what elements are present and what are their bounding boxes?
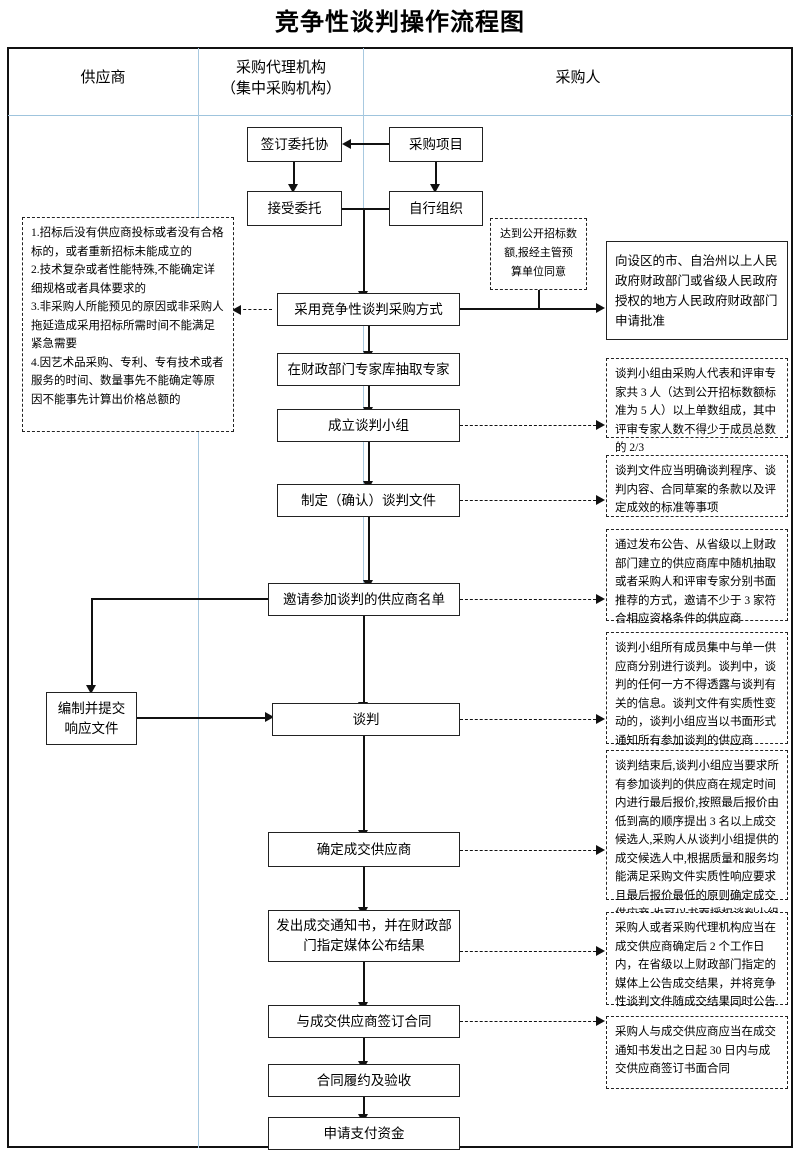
connector-invite-to-prepare-h (91, 598, 269, 600)
box-draw-experts[interactable]: 在财政部门专家库抽取专家 (277, 353, 460, 386)
note-announce-rules: 采购人或者采购代理机构应当在成交供应商确定后 2 个工作日内，在省级以上财政部门… (606, 912, 788, 1008)
connector-method-to-conditions (238, 309, 272, 310)
connector-negotiate-to-determine (363, 736, 365, 831)
column-header-buyer: 采购人 (555, 70, 601, 86)
connector-group-to-docs (368, 442, 370, 482)
connector-invite-to-note (460, 599, 596, 600)
box-sign-contract[interactable]: 与成交供应商签订合同 (268, 1005, 460, 1038)
column-header-agency: 采购代理机构 （集中采购机构） (199, 58, 363, 100)
note-contract-rules-text: 采购人与成交供应商应当在成交通知书发出之日起 30 日内与成交供应商签订书面合同 (615, 1026, 776, 1075)
box-sign-entrust[interactable]: 签订委托协 (247, 127, 342, 162)
note-invite-method: 通过发布公告、从省级以上财政部门建立的供应商库中随机抽取或者采购人和评审专家分别… (606, 529, 788, 625)
note-contract-rules: 采购人与成交供应商应当在成交通知书发出之日起 30 日内与成交供应商签订书面合同 (606, 1016, 788, 1089)
box-form-group[interactable]: 成立谈判小组 (277, 409, 460, 442)
arrowhead-prepare-to-negotiate (265, 712, 274, 722)
box-issue-notice[interactable]: 发出成交通知书，并在财政部 门指定媒体公布结果 (268, 910, 460, 962)
note-group-composition: 谈判小组由采购人代表和评审专家共 3 人（达到公开招标数额标准为 5 人）以上单… (606, 358, 788, 454)
arrowhead-project-to-self (430, 184, 440, 193)
connector-notice-to-contract (363, 962, 365, 1003)
box-determine-supplier[interactable]: 确定成交供应商 (268, 832, 460, 867)
connector-project-to-sign (351, 143, 389, 145)
box-make-docs[interactable]: 制定（确认）谈判文件 (277, 484, 460, 517)
connector-contract-to-note (460, 1021, 596, 1022)
box-issue-notice-line1: 发出成交通知书，并在财政部 (276, 918, 452, 933)
note-doc-contents: 谈判文件应当明确谈判程序、谈判内容、合同草案的条款以及评定成效的标准等事项 (606, 455, 788, 517)
note-group-composition-text: 谈判小组由采购人代表和评审专家共 3 人（达到公开招标数额标准为 5 人）以上单… (615, 368, 776, 454)
connector-method-to-approval (460, 308, 599, 310)
connector-contract-to-perform (363, 1038, 365, 1062)
box-prepare-response-line2: 响应文件 (64, 720, 119, 736)
connector-project-to-self (435, 162, 437, 185)
arrowhead-negotiate-to-note (596, 714, 605, 724)
arrowhead-invite-to-prepare (86, 685, 96, 694)
note-final-quote-rules: 谈判结束后,谈判小组应当要求所有参加谈判的供应商在规定时间内进行最后报价,按照最… (606, 750, 788, 939)
arrowhead-method-to-approval (596, 303, 605, 313)
note-negotiation-rules-text: 谈判小组所有成员集中与单一供应商分别进行谈判。谈判中，谈判的任何一方不得透露与谈… (615, 642, 776, 747)
column-header-agency-line2: （集中采购机构） (220, 81, 341, 97)
box-negotiate[interactable]: 谈判 (272, 703, 460, 736)
box-self-organize[interactable]: 自行组织 (389, 191, 483, 226)
arrowhead-notice-to-note (596, 946, 605, 956)
arrowhead-invite-to-note (596, 594, 605, 604)
connector-determine-to-notice (363, 867, 365, 908)
box-apply-approval[interactable]: 向设区的市、自治州以上人民政府财政部门或省级人民政府授权的地方人民政府财政部门申… (606, 241, 788, 340)
arrowhead-method-to-conditions (232, 305, 241, 315)
connector-perform-to-payment (363, 1097, 365, 1115)
arrowhead-docs-to-note (596, 495, 605, 505)
column-header-agency-line1: 采购代理机构 (235, 60, 326, 76)
connector-negotiate-to-note (460, 719, 596, 720)
note-open-bid-threshold: 达到公开招标数额,报经主管预算单位同意 (490, 218, 587, 290)
box-accept-entrust[interactable]: 接受委托 (247, 191, 342, 226)
arrowhead-group-to-note (596, 420, 605, 430)
box-purchase-project[interactable]: 采购项目 (389, 127, 483, 162)
connector-prepare-to-negotiate (137, 717, 267, 719)
note-invite-method-text: 通过发布公告、从省级以上财政部门建立的供应商库中随机抽取或者采购人和评审专家分别… (615, 539, 776, 625)
page-title: 竞争性谈判操作流程图 (275, 9, 525, 36)
connector-determine-to-note (460, 850, 596, 851)
note-negotiation-rules: 谈判小组所有成员集中与单一供应商分别进行谈判。谈判中，谈判的任何一方不得透露与谈… (606, 632, 788, 747)
connector-join-to-method (363, 208, 365, 292)
connector-docs-to-invite (368, 517, 370, 581)
connector-method-to-experts (368, 326, 370, 352)
note-open-bid-threshold-text: 达到公开招标数额,报经主管预算单位同意 (500, 228, 577, 278)
connector-threshold-stem (538, 290, 540, 309)
header-separator (8, 115, 792, 116)
connector-experts-to-group (368, 386, 370, 408)
note-left-conditions-text: 1.招标后没有供应商投标或者没有合格标的，或者重新招标未能成立的 2.技术复杂或… (31, 227, 224, 406)
arrowhead-sign-to-accept (288, 184, 298, 193)
box-prepare-response[interactable]: 编制并提交 响应文件 (46, 692, 137, 745)
arrowhead-determine-to-note (596, 845, 605, 855)
connector-group-to-note (460, 425, 596, 426)
box-adopt-method[interactable]: 采用竞争性谈判采购方式 (277, 293, 460, 326)
box-apply-payment[interactable]: 申请支付资金 (268, 1117, 460, 1150)
column-header-supplier: 供应商 (80, 70, 126, 86)
note-doc-contents-text: 谈判文件应当明确谈判程序、谈判内容、合同草案的条款以及评定成效的标准等事项 (615, 465, 776, 514)
arrowhead-contract-to-note (596, 1016, 605, 1026)
box-prepare-response-line1: 编制并提交 (57, 700, 126, 716)
arrowhead-project-to-sign (342, 139, 351, 149)
box-issue-notice-line2: 门指定媒体公布结果 (303, 938, 425, 953)
connector-notice-to-note (460, 951, 596, 952)
box-perform-accept[interactable]: 合同履约及验收 (268, 1064, 460, 1097)
note-announce-rules-text: 采购人或者采购代理机构应当在成交供应商确定后 2 个工作日内，在省级以上财政部门… (615, 922, 776, 1008)
connector-docs-to-note (460, 500, 596, 501)
note-left-conditions: 1.招标后没有供应商投标或者没有合格标的，或者重新招标未能成立的 2.技术复杂或… (22, 217, 234, 432)
box-invite-list[interactable]: 邀请参加谈判的供应商名单 (268, 583, 460, 616)
connector-invite-to-prepare-v (91, 598, 93, 686)
connector-invite-to-negotiate (363, 616, 365, 703)
connector-sign-to-accept (293, 162, 295, 185)
connector-accept-self-join (342, 208, 390, 210)
